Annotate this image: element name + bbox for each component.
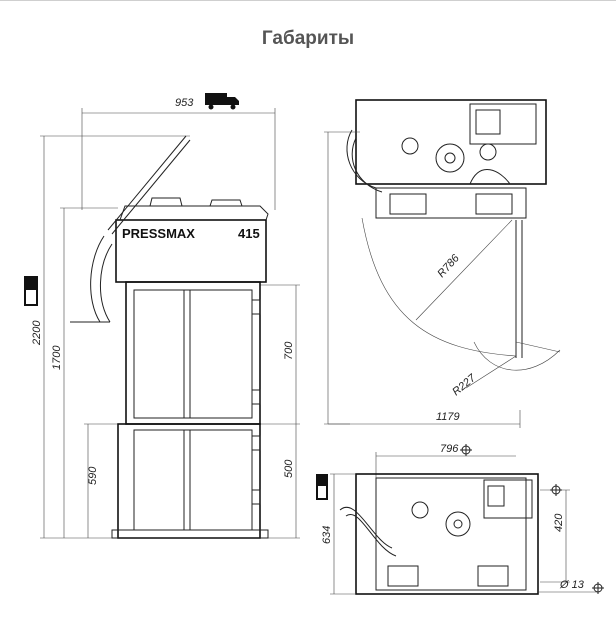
top-divider: [0, 0, 616, 1]
dim-500: 500: [283, 459, 295, 478]
dim-634: 634: [321, 526, 333, 544]
dim-diameter-13: Ø 13: [559, 579, 585, 591]
truck-icon: [205, 93, 239, 110]
side-view: R786 R227 1179: [324, 99, 561, 428]
front-view: 953 2200 1700 590 700 500: [24, 93, 300, 539]
dim-1700: 1700: [51, 345, 63, 370]
dim-1179: 1179: [436, 411, 460, 423]
dim-590: 590: [87, 466, 99, 485]
top-view: 796 634 420: [316, 443, 604, 595]
truck-side-icon: [24, 276, 38, 306]
page-title: Габариты: [261, 28, 355, 49]
dim-420: 420: [553, 513, 565, 532]
brand-label: PRESSMAX: [122, 226, 195, 241]
dim-r227: R227: [450, 372, 479, 399]
dim-700: 700: [283, 341, 295, 360]
mount-hole-icon: [460, 444, 472, 456]
truck-side-icon-top: [316, 474, 328, 500]
mount-hole-icon-right: [550, 484, 562, 496]
dim-953: 953: [175, 97, 194, 109]
dim-2200: 2200: [31, 320, 43, 346]
model-label: 415: [238, 226, 260, 241]
dim-796: 796: [440, 443, 459, 455]
